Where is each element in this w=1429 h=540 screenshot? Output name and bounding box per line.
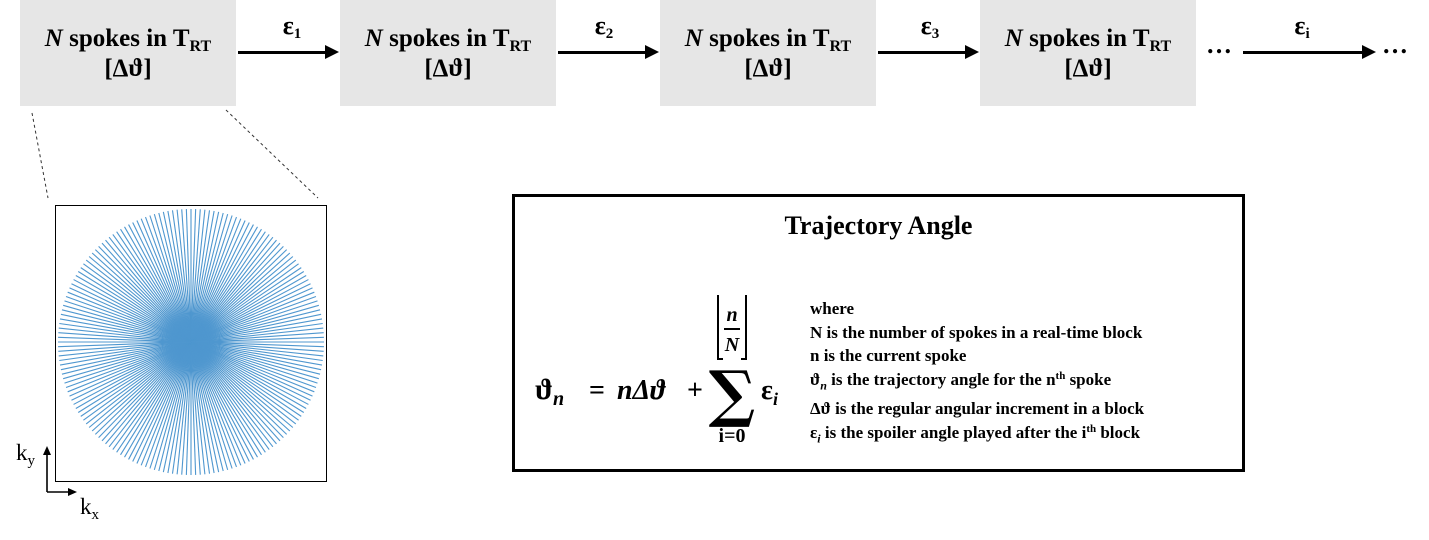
rt-block-3: N spokes in TRT [Δϑ] — [660, 0, 876, 106]
legend-line-theta-n: ϑn is the trajectory angle for the nth s… — [810, 369, 1112, 392]
spoiler-label-2: ε2 — [594, 11, 614, 42]
arrow-1 — [238, 45, 339, 59]
rt-block-label: N spokes in TRT — [44, 25, 212, 55]
formula-term: nΔϑ — [617, 375, 666, 406]
legend-line-n: n is the current spoke — [810, 346, 967, 365]
arrow-2 — [558, 45, 659, 59]
legend-line-delta-theta: Δϑ is the regular angular increment in a… — [810, 399, 1145, 419]
zoom-line-left — [31, 112, 49, 199]
upper-numerator: n — [726, 304, 737, 326]
legend-where: where — [810, 299, 855, 318]
rt-block-label: N spokes in TRT — [1004, 25, 1172, 55]
ky-label: ky — [16, 440, 35, 469]
trajectory-angle-formula: ϑn = nΔϑ + n N ∑ i=0 εi — [535, 295, 778, 447]
summation-sign: ∑ — [709, 357, 756, 430]
spoiler-label-i: εi — [1294, 11, 1310, 42]
kspace-plot — [55, 205, 327, 482]
rt-block-increment: [Δϑ] — [744, 55, 792, 82]
formula-eps: εi — [761, 375, 778, 409]
formula-legend: where N is the number of spokes in a rea… — [810, 297, 1144, 451]
radial-spokes — [58, 209, 324, 475]
rt-block-label: N spokes in TRT — [684, 25, 852, 55]
legend-line-N: N is the number of spokes in a real-time… — [810, 322, 1143, 342]
arrow-3 — [878, 45, 979, 59]
rt-block-increment: [Δϑ] — [1064, 55, 1112, 82]
rt-block-label: N spokes in TRT — [364, 25, 532, 55]
spoke — [58, 336, 324, 348]
formula-equals: = — [589, 375, 605, 406]
rt-block-2: N spokes in TRT [Δϑ] — [340, 0, 556, 106]
upper-denominator: N — [724, 334, 741, 356]
ellipsis-left: … — [1206, 30, 1232, 59]
kspace-axes — [43, 446, 77, 496]
zoom-line-right — [225, 109, 319, 199]
rt-block-increment: [Δϑ] — [104, 55, 152, 82]
sum-lower-limit: i=0 — [719, 425, 746, 447]
ellipsis-right: … — [1382, 30, 1408, 59]
rt-block-4: N spokes in TRT [Δϑ] — [980, 0, 1196, 106]
legend-line-eps-i: εi is the spoiler angle played after the… — [810, 422, 1141, 446]
arrow-i — [1243, 45, 1376, 59]
rt-block-increment: [Δϑ] — [424, 55, 472, 82]
rt-block-1: N spokes in TRT [Δϑ] — [20, 0, 236, 106]
trajectory-angle-title: Trajectory Angle — [784, 211, 973, 240]
formula-lhs: ϑn — [535, 373, 564, 410]
kx-label: kx — [80, 494, 99, 523]
spoiler-label-1: ε1 — [282, 11, 302, 42]
floor-brackets — [717, 295, 747, 360]
formula-plus: + — [687, 375, 703, 406]
kx-arrowhead — [68, 488, 77, 496]
trajectory-angle-box: Trajectory Angle ϑn = nΔϑ + n N ∑ i=0 εi… — [512, 194, 1245, 472]
ky-arrowhead — [43, 446, 51, 455]
spoiler-label-3: ε3 — [920, 11, 940, 42]
